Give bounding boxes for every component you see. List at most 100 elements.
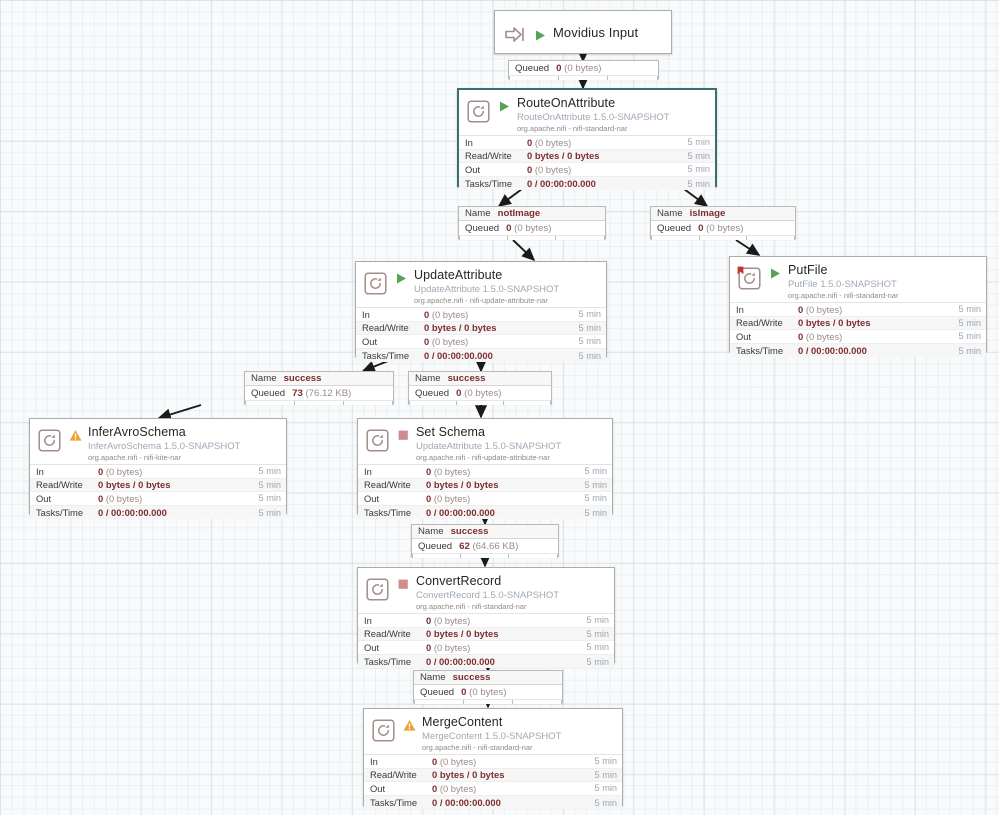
stat-row-read-write: Read/Write 0 bytes / 0 bytes 5 min [358,478,612,493]
node-name: MergeContent [422,715,503,729]
stat-value-in: 0 (0 bytes) [527,136,572,148]
stat-time-read-write: 5 min [594,769,617,780]
connection-name-value: success [450,526,489,537]
node-stats: In 0 (0 bytes) 5 min Read/Write 0 bytes … [730,302,986,358]
stat-time-in: 5 min [258,466,281,477]
stat-row-read-write: Read/Write 0 bytes / 0 bytes 5 min [364,768,622,783]
stat-value-in: 0 (0 bytes) [798,303,843,315]
node-stats: In 0 (0 bytes) 5 min Read/Write 0 bytes … [364,754,622,810]
connection-name-label: Name [415,373,441,384]
stat-value-out: 0 (0 bytes) [426,641,471,653]
stat-value-in: 0 (0 bytes) [98,465,143,477]
stat-value-tasks-time: 0 / 00:00:00.000 [98,507,167,519]
stat-row-out: Out 0 (0 bytes) 5 min [364,782,622,796]
stat-time-out: 5 min [594,783,617,794]
connection-setschema-to-convert[interactable]: Name success Queued 62 (64.66 KB) [411,524,559,558]
stat-row-read-write: Read/Write 0 bytes / 0 bytes 5 min [358,627,614,642]
node-titles: UpdateAttribute UpdateAttribute 1.5.0-SN… [414,268,559,305]
stat-time-out: 5 min [258,493,281,504]
connection-queued-value: 73 (76.12 KB) [292,387,352,399]
node-type: RouteOnAttribute 1.5.0-SNAPSHOT [517,111,670,123]
connection-name-row: Name success [409,372,551,386]
stat-time-out: 5 min [958,331,981,342]
node-movidius-input[interactable]: Movidius Input [494,10,672,54]
connection-update-to-infer[interactable]: Name success Queued 73 (76.12 KB) [244,371,394,405]
stat-row-tasks-time: Tasks/Time 0 / 00:00:00.000 5 min [358,654,614,669]
stat-value-read-write: 0 bytes / 0 bytes [432,769,505,781]
stat-row-tasks-time: Tasks/Time 0 / 00:00:00.000 5 min [356,348,606,363]
warning-icon[interactable] [403,719,416,732]
stat-time-tasks: 5 min [586,656,609,667]
stat-value-tasks-time: 0 / 00:00:00.000 [527,178,596,190]
connection-queued-row: Queued 0 (0 bytes) [409,386,551,400]
stat-label-out: Out [364,492,380,504]
stat-row-tasks-time: Tasks/Time 0 / 00:00:00.000 5 min [30,505,286,520]
stat-label-in: In [364,614,372,626]
connection-movidius-to-route[interactable]: Queued 0 (0 bytes) [508,60,659,80]
node-route-on-attribute[interactable]: RouteOnAttribute RouteOnAttribute 1.5.0-… [457,88,717,191]
connection-name-label: Name [657,208,683,219]
stat-label-out: Out [364,641,380,653]
node-set-schema[interactable]: Set Schema UpdateAttribute 1.5.0-SNAPSHO… [357,418,613,520]
stat-value-in: 0 (0 bytes) [432,755,477,767]
node-stats: In 0 (0 bytes) 5 min Read/Write 0 bytes … [356,307,606,363]
stat-value-in: 0 (0 bytes) [426,465,471,477]
stat-label-tasks-time: Tasks/Time [362,350,410,362]
node-header: RouteOnAttribute RouteOnAttribute 1.5.0-… [459,90,715,135]
node-name: Movidius Input [553,25,639,41]
connection-capacity-bar [459,235,605,240]
stat-label-tasks-time: Tasks/Time [370,797,418,809]
stat-time-out: 5 min [584,493,607,504]
node-merge-content[interactable]: MergeContent MergeContent 1.5.0-SNAPSHOT… [363,708,623,810]
connection-queued-row: Queued 0 (0 bytes) [651,221,795,235]
node-infer-avro-schema[interactable]: InferAvroSchema InferAvroSchema 1.5.0-SN… [29,418,287,520]
run-status-icon [395,272,408,285]
stat-row-in: In 0 (0 bytes) 5 min [364,755,622,769]
stat-time-in: 5 min [594,756,617,767]
stat-label-tasks-time: Tasks/Time [364,656,412,668]
node-titles: Movidius Input [553,26,638,40]
connection-capacity-bar [412,553,558,558]
edge-routeonattribute-to-isimage [683,188,709,207]
node-titles: InferAvroSchema InferAvroSchema 1.5.0-SN… [88,425,240,462]
node-stats: In 0 (0 bytes) 5 min Read/Write 0 bytes … [459,135,715,191]
stat-time-in: 5 min [578,309,601,320]
stat-row-tasks-time: Tasks/Time 0 / 00:00:00.000 5 min [730,343,986,358]
connection-update-to-setschema[interactable]: Name success Queued 0 (0 bytes) [408,371,552,405]
stat-value-in: 0 (0 bytes) [424,308,469,320]
connection-queued-label: Queued [515,62,550,74]
connection-queued-label: Queued [420,686,455,698]
warning-icon[interactable] [69,429,82,442]
node-titles: Set Schema UpdateAttribute 1.5.0-SNAPSHO… [416,425,561,462]
connection-queued-value: 0 (0 bytes) [506,222,552,234]
stat-row-out: Out 0 (0 bytes) 5 min [30,492,286,506]
stat-row-out: Out 0 (0 bytes) 5 min [356,335,606,349]
connection-queued-value: 0 (0 bytes) [461,686,507,698]
stat-row-out: Out 0 (0 bytes) 5 min [358,641,614,655]
node-bundle: org.apache.nifi - nifi-standard-nar [788,290,899,300]
stat-label-in: In [36,465,44,477]
stat-label-tasks-time: Tasks/Time [36,507,84,519]
node-put-file[interactable]: PutFile PutFile 1.5.0-SNAPSHOT org.apach… [729,256,987,358]
stat-time-read-write: 5 min [958,317,981,328]
stat-time-in: 5 min [584,466,607,477]
stat-row-in: In 0 (0 bytes) 5 min [730,303,986,317]
node-convert-record[interactable]: ConvertRecord ConvertRecord 1.5.0-SNAPSH… [357,567,615,669]
stat-row-in: In 0 (0 bytes) 5 min [358,614,614,628]
stat-value-read-write: 0 bytes / 0 bytes [426,628,499,640]
connection-name-row: Name success [414,671,562,685]
connection-notimage[interactable]: Name notImage Queued 0 (0 bytes) [458,206,606,240]
connection-queued-value: 62 (64.66 KB) [459,540,519,552]
connection-convert-to-merge[interactable]: Name success Queued 0 (0 bytes) [413,670,563,704]
node-type: ConvertRecord 1.5.0-SNAPSHOT [416,589,560,601]
stat-label-read-write: Read/Write [370,769,417,781]
connection-queued-value: 0 (0 bytes) [556,62,602,74]
connection-isimage[interactable]: Name isImage Queued 0 (0 bytes) [650,206,796,240]
stat-label-read-write: Read/Write [465,150,512,162]
edge-isimage-to-putfile [735,239,761,256]
node-titles: RouteOnAttribute RouteOnAttribute 1.5.0-… [517,96,670,133]
stat-value-tasks-time: 0 / 00:00:00.000 [424,350,493,362]
node-update-attribute[interactable]: UpdateAttribute UpdateAttribute 1.5.0-SN… [355,261,607,363]
node-header: ConvertRecord ConvertRecord 1.5.0-SNAPSH… [358,568,614,613]
